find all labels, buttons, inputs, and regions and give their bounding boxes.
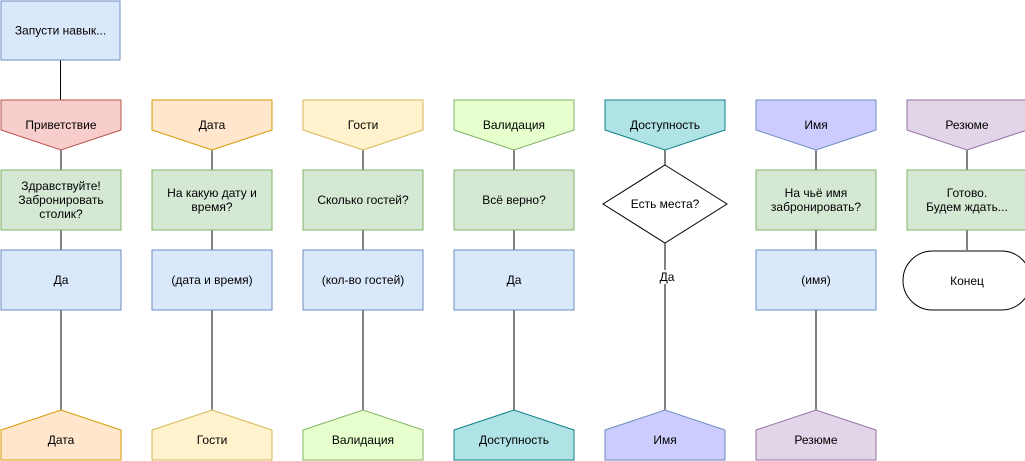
- header-node-date[interactable]: Дата: [151, 99, 273, 151]
- prompt-node[interactable]: Сколько гостей?: [302, 169, 424, 231]
- prompt-text: столик?: [39, 207, 83, 221]
- prompt-node[interactable]: Всё верно?: [453, 169, 575, 231]
- prompt-text: Готово.: [947, 186, 987, 200]
- reply-label: (дата и время): [171, 273, 252, 287]
- reply-node[interactable]: Да: [453, 249, 575, 311]
- next-node-guests[interactable]: Валидация: [302, 409, 424, 461]
- reply-node[interactable]: Да: [0, 249, 122, 311]
- reply-node[interactable]: (дата и время): [151, 249, 273, 311]
- reply-label: (имя): [801, 273, 830, 287]
- decision-node[interactable]: Есть места?: [602, 164, 728, 244]
- decision-label: Есть места?: [631, 197, 700, 211]
- header-label: Имя: [804, 118, 827, 132]
- next-node-name[interactable]: Резюме: [755, 409, 877, 461]
- next-label: Дата: [48, 433, 75, 447]
- header-node-validation[interactable]: Валидация: [453, 99, 575, 151]
- next-node-availability[interactable]: Имя: [604, 409, 726, 461]
- start-node-label: Запусти навык...: [15, 24, 106, 38]
- prompt-text: Всё верно?: [482, 193, 546, 207]
- next-node-validation[interactable]: Доступность: [453, 409, 575, 461]
- reply-label: (кол-во гостей): [322, 273, 405, 287]
- header-node-availability[interactable]: Доступность: [604, 99, 726, 151]
- prompt-text: Будем ждать...: [926, 200, 1008, 214]
- prompt-text: время?: [191, 200, 232, 214]
- connector-lines: [60, 60, 968, 410]
- edge-label: Да: [660, 270, 675, 284]
- next-label: Доступность: [479, 433, 549, 447]
- header-label: Приветствие: [25, 118, 96, 132]
- next-label: Валидация: [332, 433, 394, 447]
- header-node-summary[interactable]: Резюме: [906, 99, 1025, 151]
- header-label: Гости: [348, 118, 379, 132]
- header-label: Дата: [199, 118, 226, 132]
- prompt-text: На чьё имя: [785, 186, 848, 200]
- next-label: Гости: [197, 433, 228, 447]
- end-label: Конец: [950, 274, 984, 288]
- reply-node[interactable]: (имя): [755, 249, 877, 311]
- prompt-text: На какую дату и: [167, 186, 257, 200]
- prompt-node[interactable]: Готово.Будем ждать...: [906, 169, 1025, 231]
- next-node-greeting[interactable]: Дата: [0, 409, 122, 461]
- start-node[interactable]: Запусти навык...: [0, 0, 121, 61]
- header-label: Валидация: [483, 118, 545, 132]
- prompt-text: Сколько гостей?: [317, 193, 409, 207]
- header-label: Резюме: [945, 118, 989, 132]
- header-node-name[interactable]: Имя: [755, 99, 877, 151]
- prompt-text: Здравствуйте!: [21, 179, 101, 193]
- header-node-greeting[interactable]: Приветствие: [0, 99, 122, 151]
- header-label: Доступность: [630, 118, 700, 132]
- end-node[interactable]: Конец: [902, 250, 1025, 311]
- next-label: Резюме: [794, 433, 838, 447]
- edge-label-yes: Да: [657, 270, 675, 284]
- columns: ПриветствиеЗдравствуйте!Забронироватьсто…: [0, 99, 1025, 461]
- prompt-text: забронировать?: [771, 200, 861, 214]
- column-greeting: ПриветствиеЗдравствуйте!Забронироватьсто…: [0, 99, 122, 461]
- reply-label: Да: [54, 273, 69, 287]
- next-node-date[interactable]: Гости: [151, 409, 273, 461]
- next-label: Имя: [653, 433, 676, 447]
- prompt-text: Забронировать: [18, 193, 103, 207]
- reply-label: Да: [507, 273, 522, 287]
- header-node-guests[interactable]: Гости: [302, 99, 424, 151]
- reply-node[interactable]: (кол-во гостей): [302, 249, 424, 311]
